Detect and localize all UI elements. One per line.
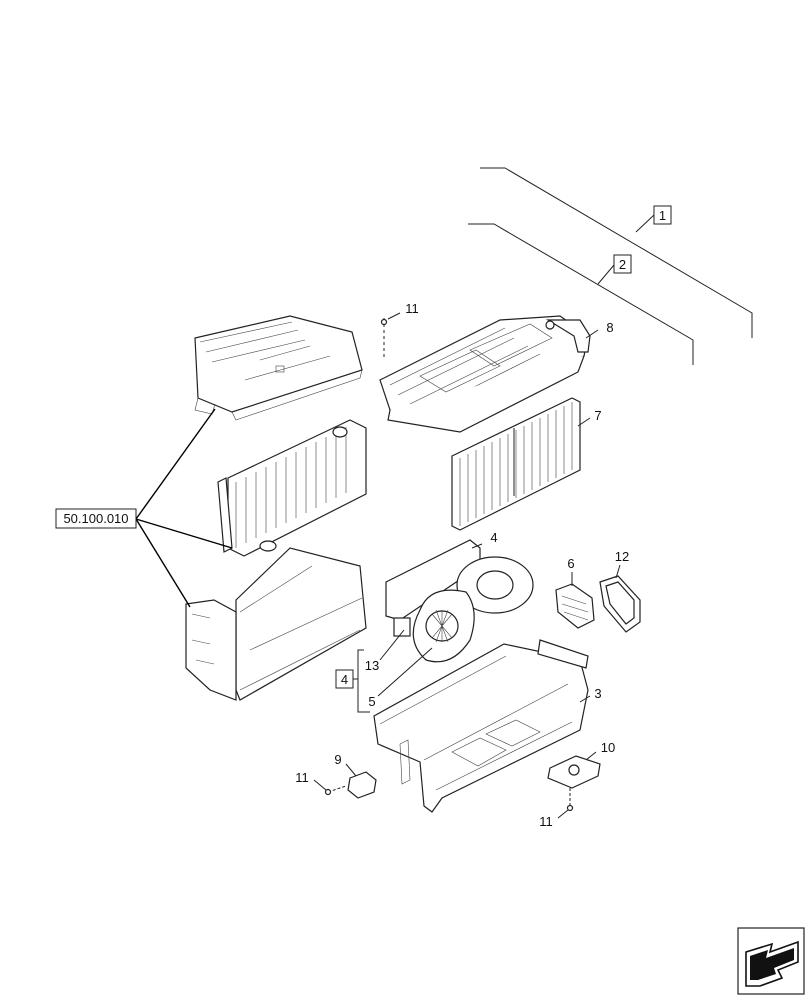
group-box-1-label: 1 (659, 208, 666, 223)
upper-evaporator-housing (194, 315, 363, 421)
cabin-air-filter (451, 397, 581, 531)
group-box-4[interactable]: 4 (335, 669, 354, 689)
group-4-bracket (357, 649, 370, 713)
reference-leaders (135, 408, 233, 608)
group-box-2-label: 2 (619, 257, 626, 272)
callout-8[interactable]: 8 (606, 320, 613, 335)
callout-11-left[interactable]: 11 (295, 770, 309, 785)
lower-evaporator-housing (185, 547, 367, 701)
blower-cover-housing (379, 315, 591, 433)
recirculation-flap (555, 583, 595, 629)
screw-11-right (566, 788, 574, 812)
blower-motor-assembly (385, 539, 534, 663)
next-page-arrow-icon[interactable] (737, 927, 805, 995)
callout-9[interactable]: 9 (334, 752, 341, 767)
reference-box[interactable]: 50.100.010 (55, 508, 137, 529)
group-box-2[interactable]: 2 (613, 254, 632, 274)
callout-6[interactable]: 6 (567, 556, 574, 571)
callout-4[interactable]: 4 (490, 530, 497, 545)
group-box-4-label: 4 (341, 672, 348, 687)
callout-7[interactable]: 7 (594, 408, 601, 423)
assembly-bracket-2 (468, 223, 694, 365)
callout-13[interactable]: 13 (365, 658, 379, 673)
callout-10[interactable]: 10 (601, 740, 615, 755)
assembly-bracket-1 (480, 167, 753, 338)
lower-blower-housing (373, 639, 589, 813)
actuator-motor (547, 755, 601, 789)
screw-11-top (380, 318, 388, 360)
evaporator-core (217, 419, 367, 557)
reference-box-label: 50.100.010 (63, 511, 128, 526)
gasket-seal (599, 575, 641, 633)
callout-11-right[interactable]: 11 (539, 814, 553, 829)
callout-11-top[interactable]: 11 (405, 301, 419, 316)
callout-12[interactable]: 12 (615, 549, 629, 564)
callout-leaders (313, 312, 621, 819)
callout-5[interactable]: 5 (368, 694, 375, 709)
callout-3[interactable]: 3 (594, 686, 601, 701)
resistor-module (347, 771, 377, 799)
screw-11-left (324, 785, 347, 796)
group-box-1[interactable]: 1 (653, 205, 672, 225)
